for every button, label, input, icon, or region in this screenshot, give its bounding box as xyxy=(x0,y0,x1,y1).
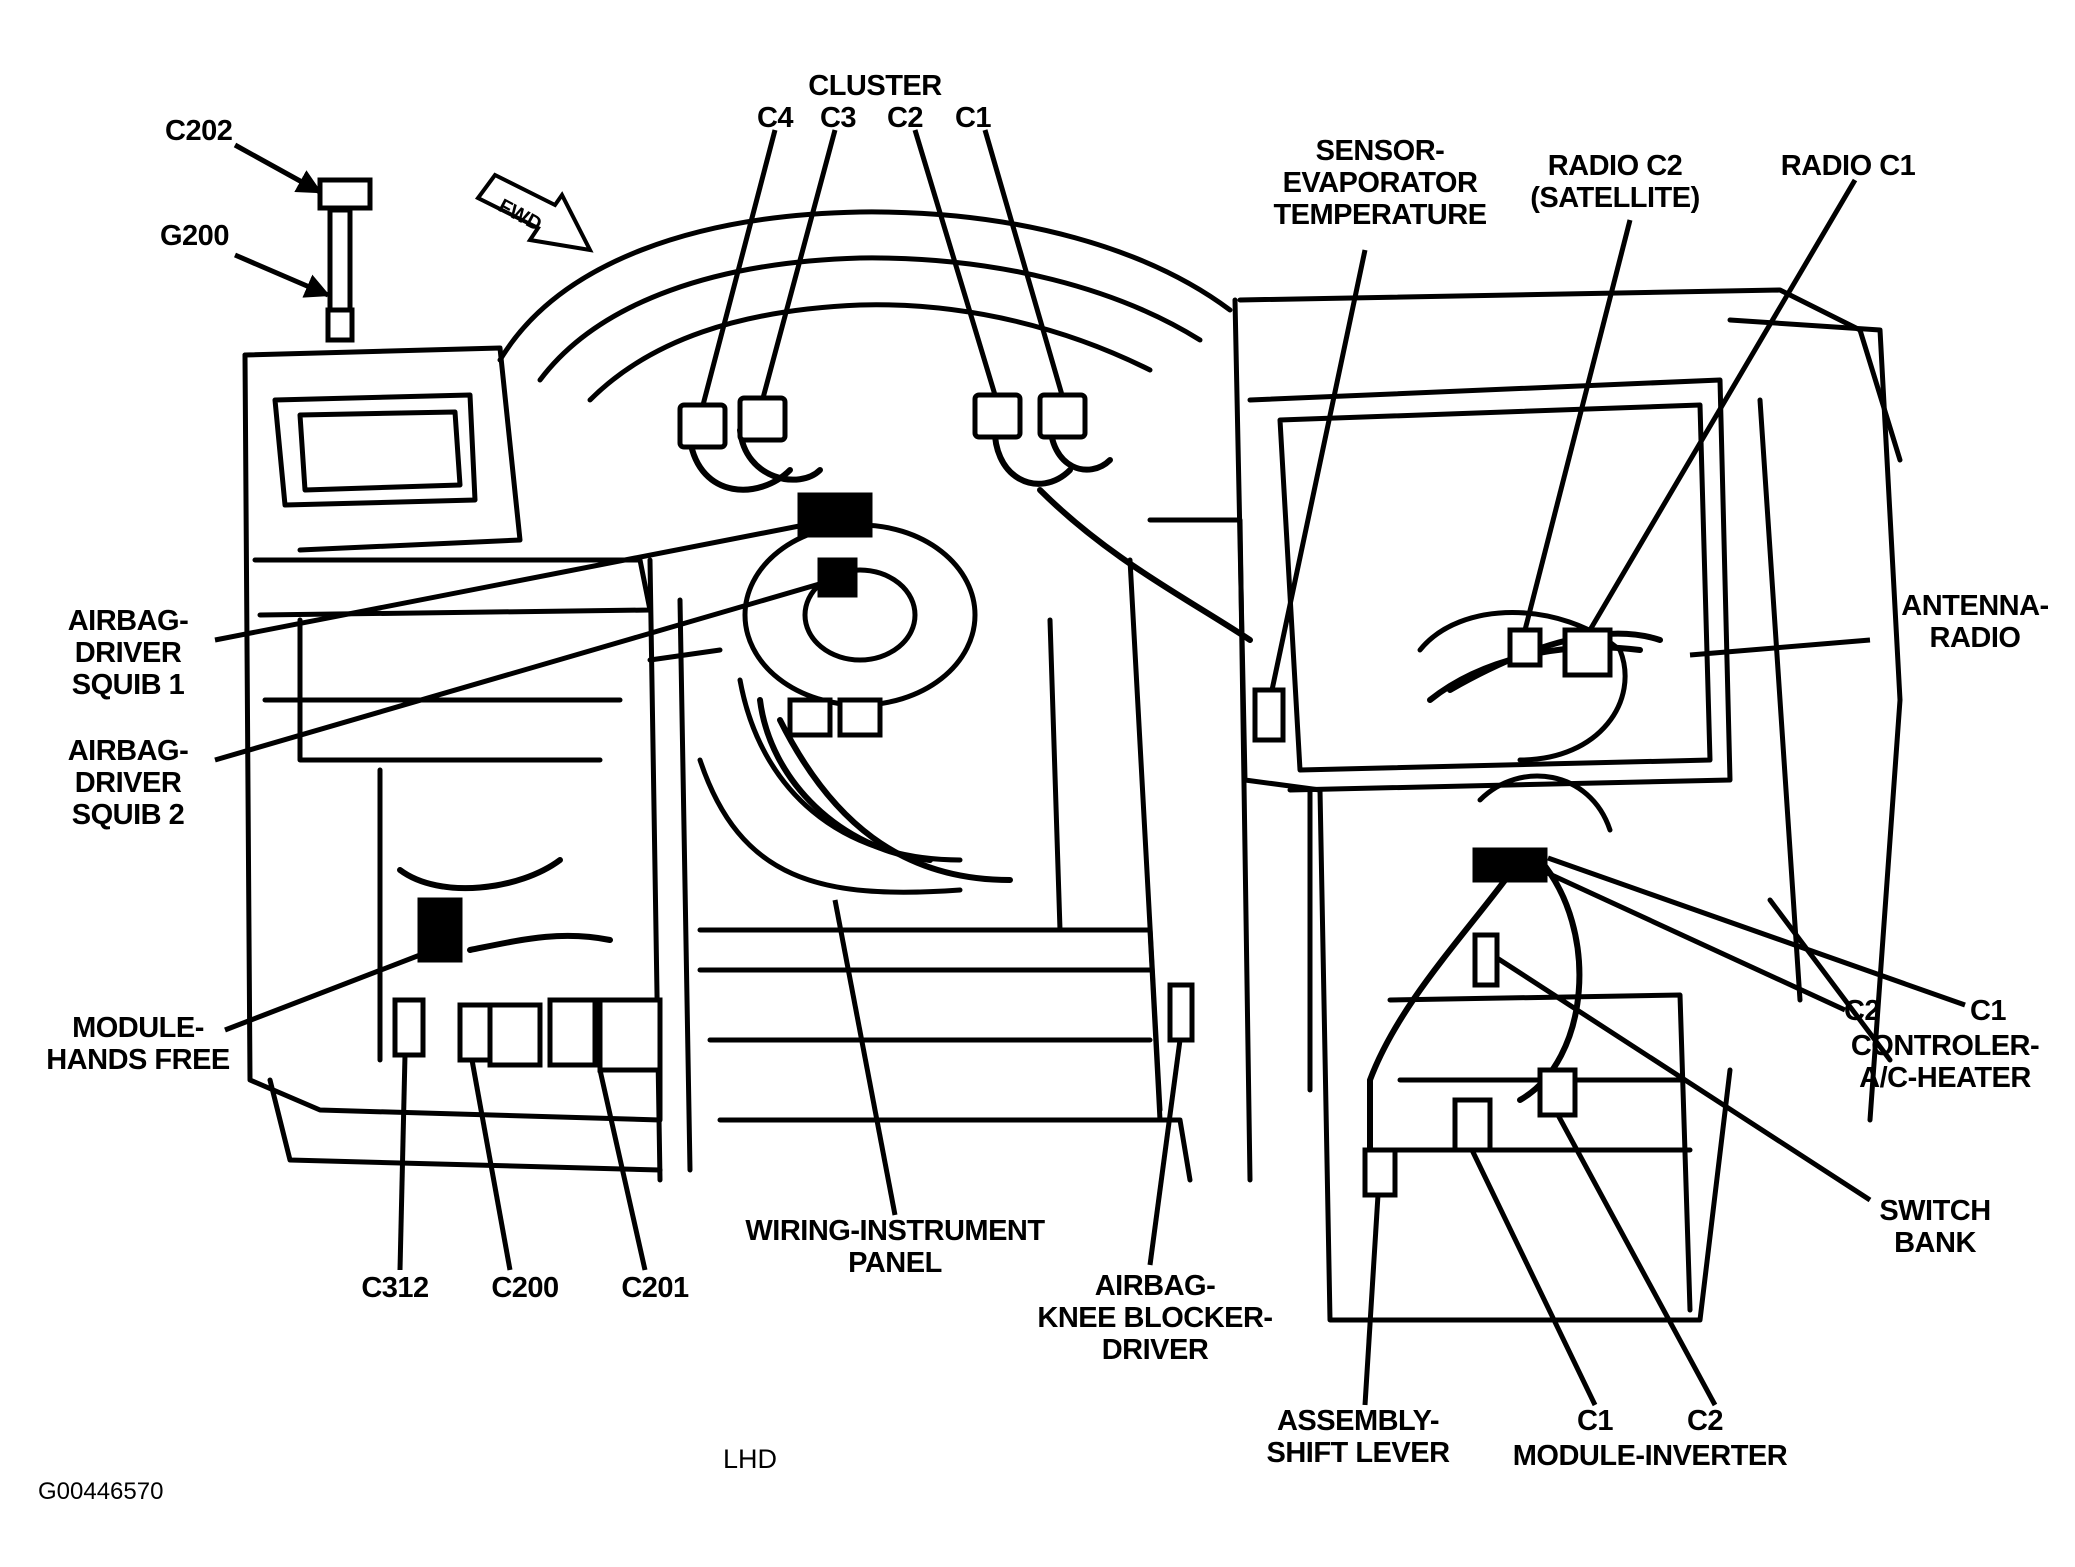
label-cluster-c1: C1 xyxy=(954,102,992,134)
label-inverter-c2: C2 xyxy=(1686,1405,1724,1437)
label-assembly-shift-lever: ASSEMBLY- SHIFT LEVER xyxy=(1266,1405,1450,1469)
label-cluster-c4: C4 xyxy=(756,102,794,134)
label-controller-c2: C2 xyxy=(1843,995,1881,1027)
label-airbag-knee-blocker-driver: AIRBAG- KNEE BLOCKER- DRIVER xyxy=(1037,1270,1273,1366)
label-switch-bank: SWITCH BANK xyxy=(1879,1195,1991,1259)
label-airbag-driver-squib-2: AIRBAG- DRIVER SQUIB 2 xyxy=(67,735,189,831)
label-radio-c1: RADIO C1 xyxy=(1780,150,1916,182)
label-figure-id: G00446570 xyxy=(38,1478,164,1505)
fwd-arrow xyxy=(474,172,594,253)
label-antenna-radio: ANTENNA- RADIO xyxy=(1901,590,2049,654)
label-airbag-driver-squib-1: AIRBAG- DRIVER SQUIB 1 xyxy=(67,605,189,701)
label-inverter-c1: C1 xyxy=(1576,1405,1614,1437)
label-cluster-c2: C2 xyxy=(886,102,924,134)
label-cluster-c3: C3 xyxy=(819,102,857,134)
label-c201: C201 xyxy=(621,1272,689,1304)
label-wiring-instrument-panel: WIRING-INSTRUMENT PANEL xyxy=(745,1215,1045,1279)
leader-lines xyxy=(214,129,1966,1407)
label-c200: C200 xyxy=(491,1272,559,1304)
connectors xyxy=(317,177,1613,1198)
label-radio-c2-satellite: RADIO C2 (SATELLITE) xyxy=(1530,150,1700,214)
label-c312: C312 xyxy=(361,1272,429,1304)
label-c202: C202 xyxy=(165,115,233,147)
label-controller-c1: C1 xyxy=(1969,995,2007,1027)
label-module-inverter: MODULE-INVERTER xyxy=(1512,1440,1788,1472)
label-controller-ac-heater: CONTROLER- A/C-HEATER xyxy=(1850,1030,2040,1094)
label-module-hands-free: MODULE- HANDS FREE xyxy=(46,1012,230,1076)
label-cluster: CLUSTER xyxy=(808,70,942,102)
label-lhd: LHD xyxy=(722,1444,778,1474)
dash-outline xyxy=(242,209,1903,1323)
label-g200: G200 xyxy=(160,220,229,252)
label-sensor-evaporator-temperature: SENSOR- EVAPORATOR TEMPERATURE xyxy=(1273,135,1487,231)
